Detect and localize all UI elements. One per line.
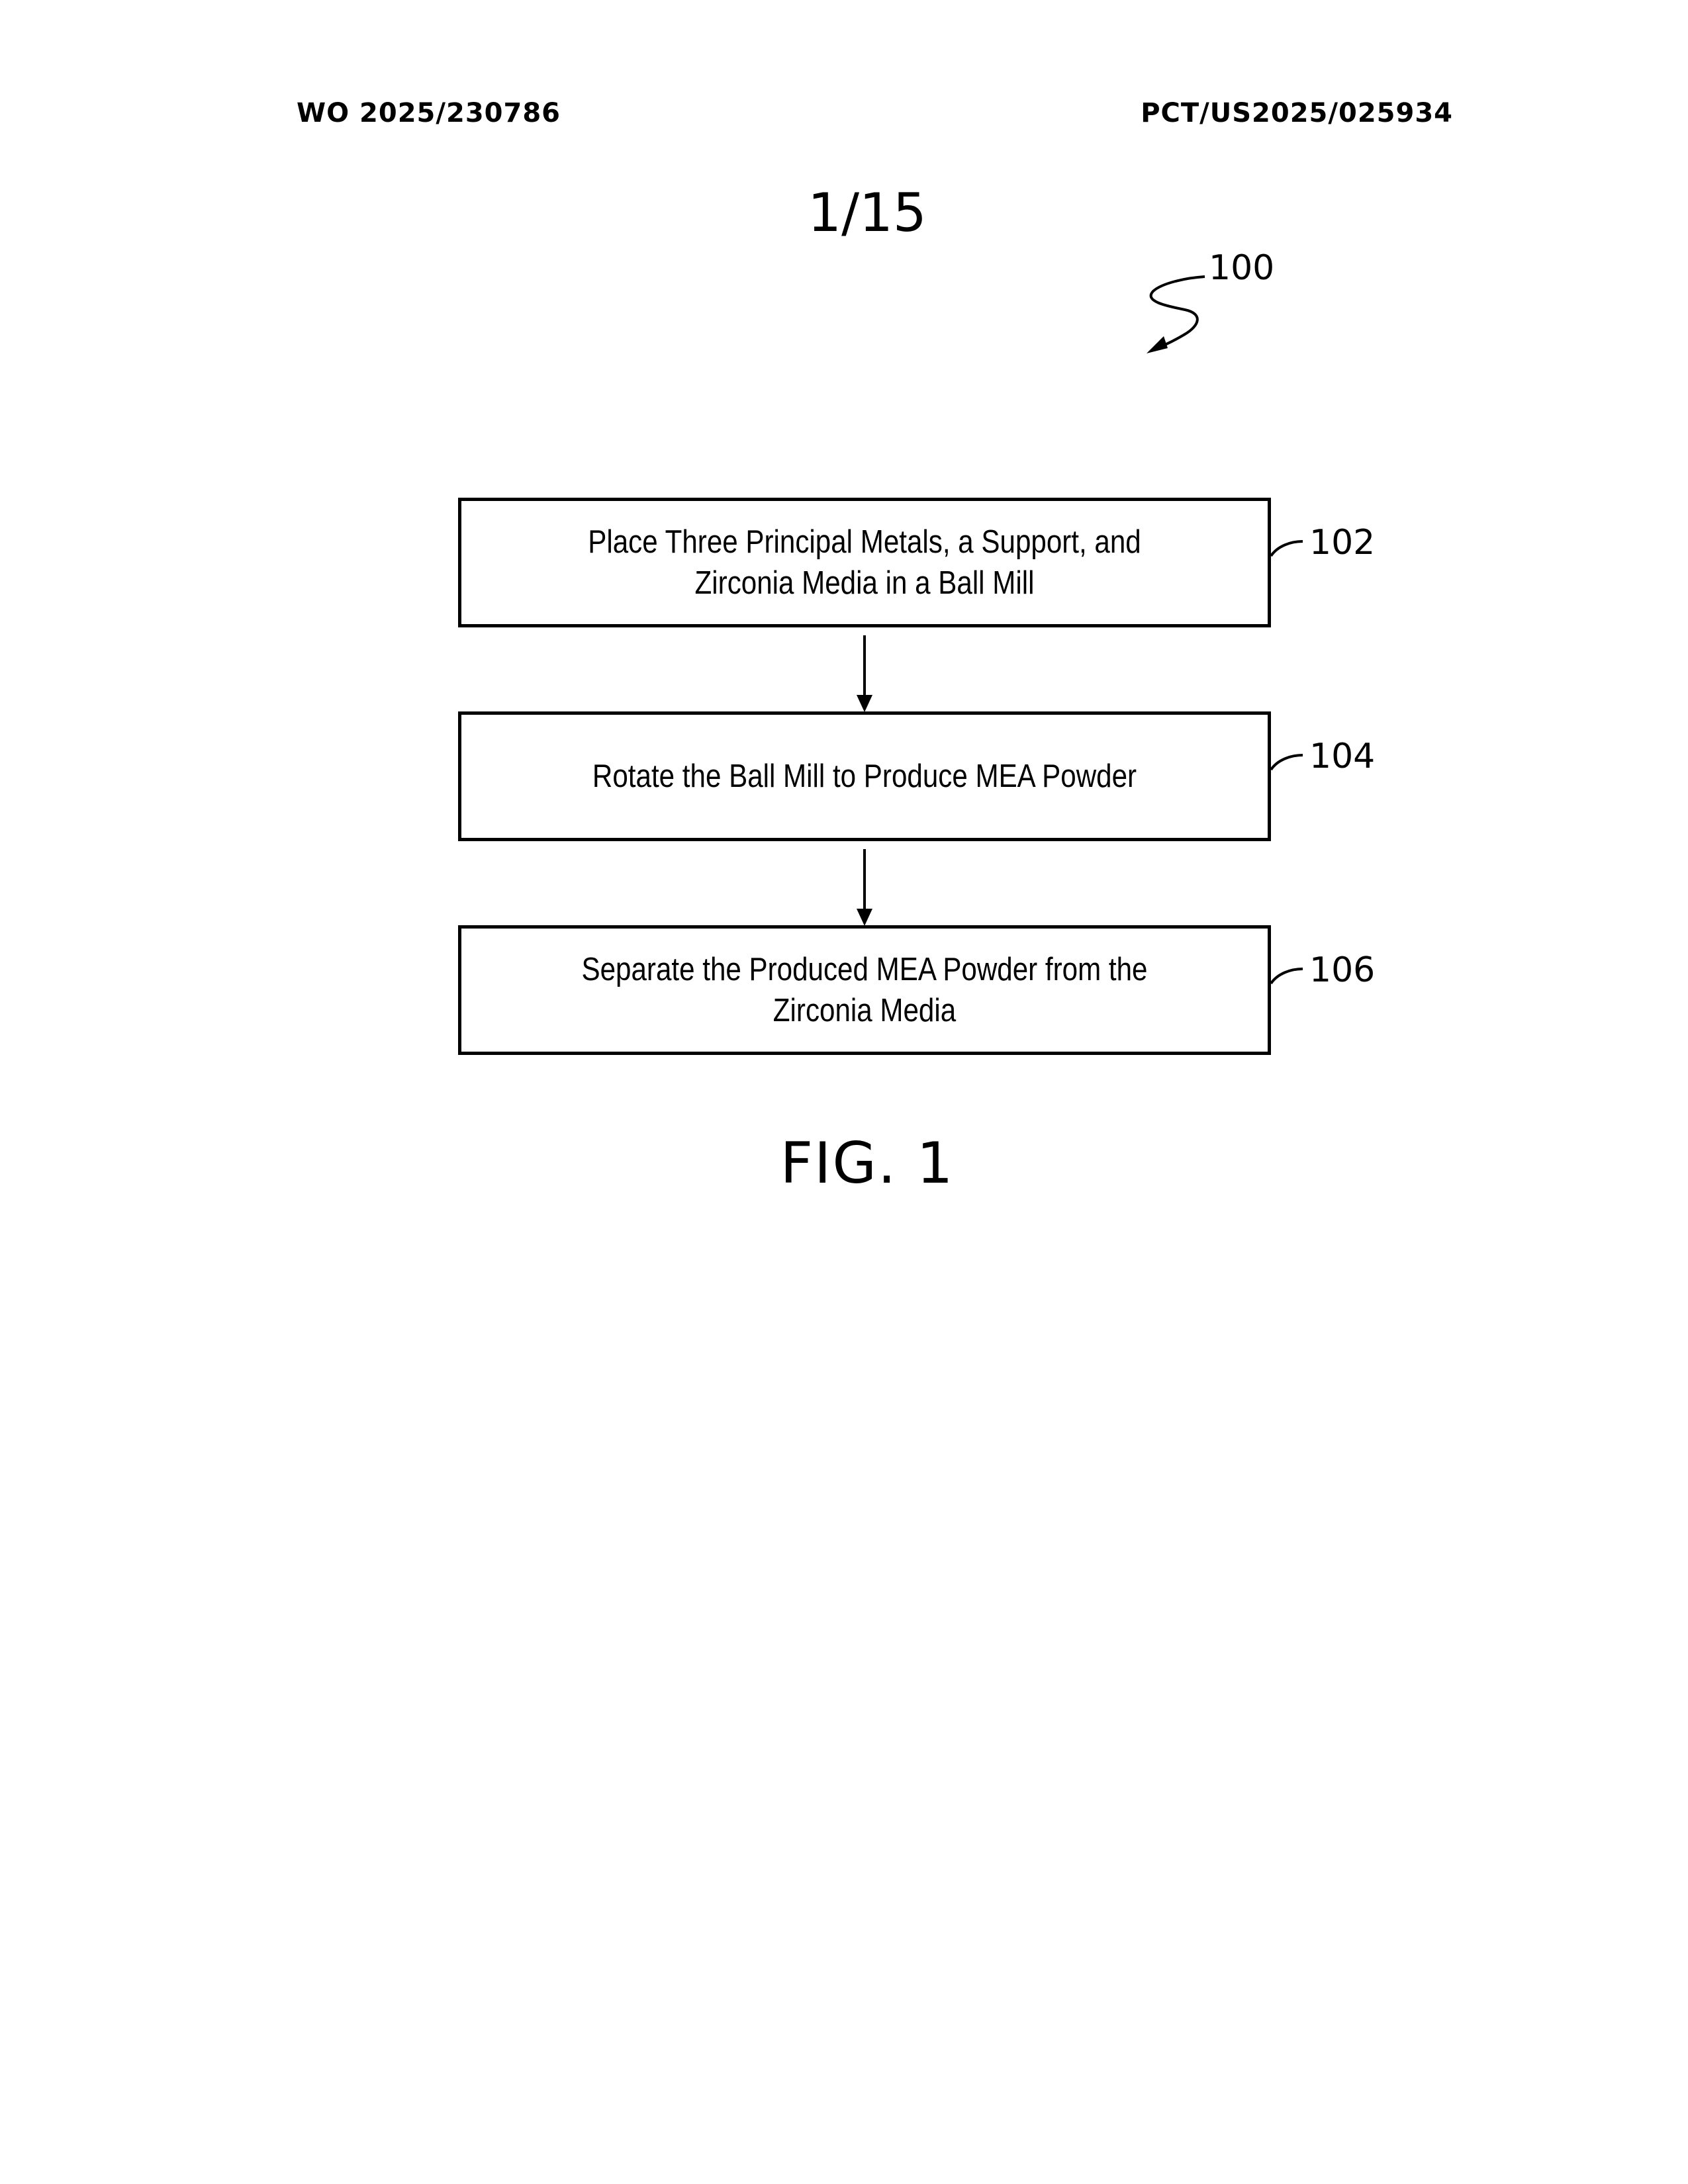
step-ref-1: 102: [1309, 523, 1375, 563]
step-ref-leader-104: [1271, 755, 1303, 770]
step-text-3: Separate the Produced MEA Powder from th…: [518, 949, 1211, 1031]
step-text-2: Rotate the Ball Mill to Produce MEA Powd…: [518, 756, 1211, 797]
figure-ref-number: 100: [1209, 248, 1274, 288]
step-box-3: Separate the Produced MEA Powder from th…: [458, 925, 1271, 1055]
step-ref-2: 104: [1309, 737, 1375, 776]
figure-ref-arrowhead-icon: [1147, 336, 1168, 353]
connector-arrowhead-1: [857, 695, 872, 712]
step-ref-leader-102: [1271, 541, 1303, 556]
figure-ref-leader-icon: [1151, 277, 1205, 349]
step-ref-leader-106: [1271, 969, 1303, 983]
connector-arrowhead-2: [857, 909, 872, 926]
step-ref-3: 106: [1309, 950, 1375, 990]
figure-label: FIG. 1: [0, 1130, 1688, 1197]
step-box-2: Rotate the Ball Mill to Produce MEA Powd…: [458, 711, 1271, 841]
step-text-1: Place Three Principal Metals, a Support,…: [518, 522, 1211, 604]
step-box-1: Place Three Principal Metals, a Support,…: [458, 498, 1271, 627]
